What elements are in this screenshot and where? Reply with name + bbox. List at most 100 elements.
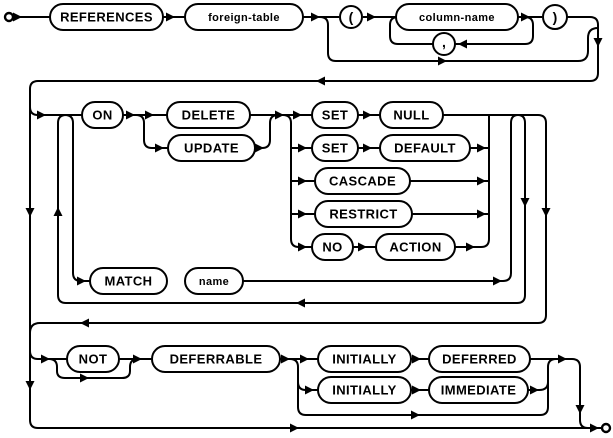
node-null: NULL	[379, 101, 444, 129]
arrowhead-d-35	[25, 381, 35, 390]
arrowhead-l-34	[80, 318, 89, 328]
node-on: ON	[81, 101, 124, 129]
node-default: DEFAULT	[379, 134, 471, 162]
keyword-label-initially-1: INITIALLY	[332, 352, 397, 367]
arrowhead-l-8	[316, 76, 325, 86]
node-delete: DELETE	[166, 101, 251, 129]
node-match: MATCH	[89, 267, 168, 295]
node-immediate: IMMEDIATE	[428, 376, 529, 404]
arrowhead-r-14	[155, 143, 164, 153]
arrowhead-r-49	[590, 423, 599, 433]
node-deferrable: DEFERRABLE	[151, 345, 281, 373]
arrowhead-r-36	[41, 354, 50, 364]
arrowhead-r-45	[558, 354, 567, 364]
arrowhead-d-32	[541, 208, 551, 217]
node-initially-1: INITIALLY	[317, 345, 412, 373]
node-set-2: SET	[311, 134, 359, 162]
punct-label: )	[553, 9, 558, 25]
arrowhead-r-44	[530, 385, 539, 395]
keyword-label-update: UPDATE	[184, 141, 239, 156]
keyword-label-on: ON	[92, 108, 112, 123]
arrowhead-r-42	[305, 385, 314, 395]
arrowhead-r-30	[493, 276, 502, 286]
edge-27	[455, 116, 490, 248]
keyword-label-null: NULL	[393, 108, 429, 123]
arrowhead-r-18	[298, 143, 307, 153]
arrowhead-d-47	[575, 405, 585, 414]
arrowhead-r-46	[411, 410, 420, 420]
arrowhead-r-20	[298, 209, 307, 219]
keyword-label-deferrable: DEFERRABLE	[170, 352, 263, 367]
arrowhead-r-37	[80, 373, 89, 383]
arrowhead-r-5	[438, 56, 447, 66]
node-initially-2: INITIALLY	[317, 376, 412, 404]
arrowhead-r-29	[77, 276, 86, 286]
arrowhead-r-43	[412, 385, 421, 395]
punct-label: (	[349, 9, 354, 25]
keyword-label-not: NOT	[79, 352, 108, 367]
node-update: UPDATE	[167, 134, 256, 162]
diagram-nodes: REFERENCES foreign-table ( column-name,) ON D…	[3, 3, 612, 434]
arrowhead-u-11	[53, 207, 63, 216]
arrowhead-r-15	[255, 143, 264, 153]
edge-7	[319, 16, 599, 62]
edge-30	[48, 358, 139, 379]
arrowhead-r-16	[275, 110, 284, 120]
edge-33	[289, 358, 549, 416]
node-end-terminal	[600, 422, 612, 434]
node-deferred: DEFERRED	[428, 345, 531, 373]
arrowhead-r-38	[133, 354, 142, 364]
arrowhead-d-31	[520, 198, 530, 207]
arrowhead-r-39	[281, 354, 290, 364]
node-not: NOT	[66, 345, 120, 373]
arrowhead-r-23	[363, 143, 372, 153]
nonterminal-label-name: name	[199, 276, 229, 288]
nonterminal-label-foreign-table: foreign-table	[208, 12, 280, 24]
keyword-label-initially-2: INITIALLY	[332, 383, 397, 398]
arrowhead-l-33	[296, 298, 305, 308]
node-references: REFERENCES	[49, 3, 164, 31]
arrowhead-r-4	[521, 12, 530, 22]
edge-14	[255, 114, 279, 149]
keyword-label-references: REFERENCES	[60, 10, 153, 25]
keyword-label-delete: DELETE	[182, 108, 236, 123]
arrowhead-r-19	[298, 176, 307, 186]
node-foreign-table: foreign-table	[184, 3, 304, 31]
arrowhead-l-6	[458, 39, 467, 49]
arrowhead-r-27	[477, 209, 486, 219]
edge-10	[57, 114, 67, 295]
node-cascade: CASCADE	[314, 167, 411, 195]
arrowhead-r-22	[363, 110, 372, 120]
arrowhead-r-41	[412, 354, 421, 364]
arrowhead-r-28	[466, 242, 475, 252]
edge-36	[530, 358, 589, 429]
nonterminal-label-column-name: column-name	[419, 12, 495, 24]
keyword-label-default: DEFAULT	[394, 141, 456, 156]
arrowhead-r-21	[298, 242, 307, 252]
arrowhead-r-2	[311, 12, 320, 22]
edge-29	[29, 350, 67, 360]
punct-label: ,	[442, 34, 446, 50]
keyword-label-cascade: CASCADE	[329, 174, 396, 189]
diagram-arrowheads	[13, 12, 603, 433]
keyword-label-restrict: RESTRICT	[329, 207, 397, 222]
node-comma: ,	[432, 32, 456, 56]
arrowhead-d-10	[25, 208, 35, 217]
arrowhead-r-3	[367, 12, 376, 22]
edge-6	[29, 89, 602, 429]
keyword-label-immediate: IMMEDIATE	[441, 383, 517, 398]
node-no: NO	[311, 233, 354, 261]
arrowhead-r-48	[290, 423, 299, 433]
node-set-1: SET	[311, 101, 359, 129]
node-paren-open: (	[339, 5, 363, 29]
node-column-name: column-name	[395, 3, 519, 31]
node-restrict: RESTRICT	[314, 200, 413, 228]
edge-38	[528, 358, 557, 391]
node-start-terminal	[3, 11, 15, 23]
keyword-label-match: MATCH	[105, 274, 153, 289]
node-action: ACTION	[375, 233, 456, 261]
edge-28	[57, 113, 526, 304]
arrowhead-r-12	[126, 110, 135, 120]
arrowhead-r-0	[13, 12, 22, 22]
